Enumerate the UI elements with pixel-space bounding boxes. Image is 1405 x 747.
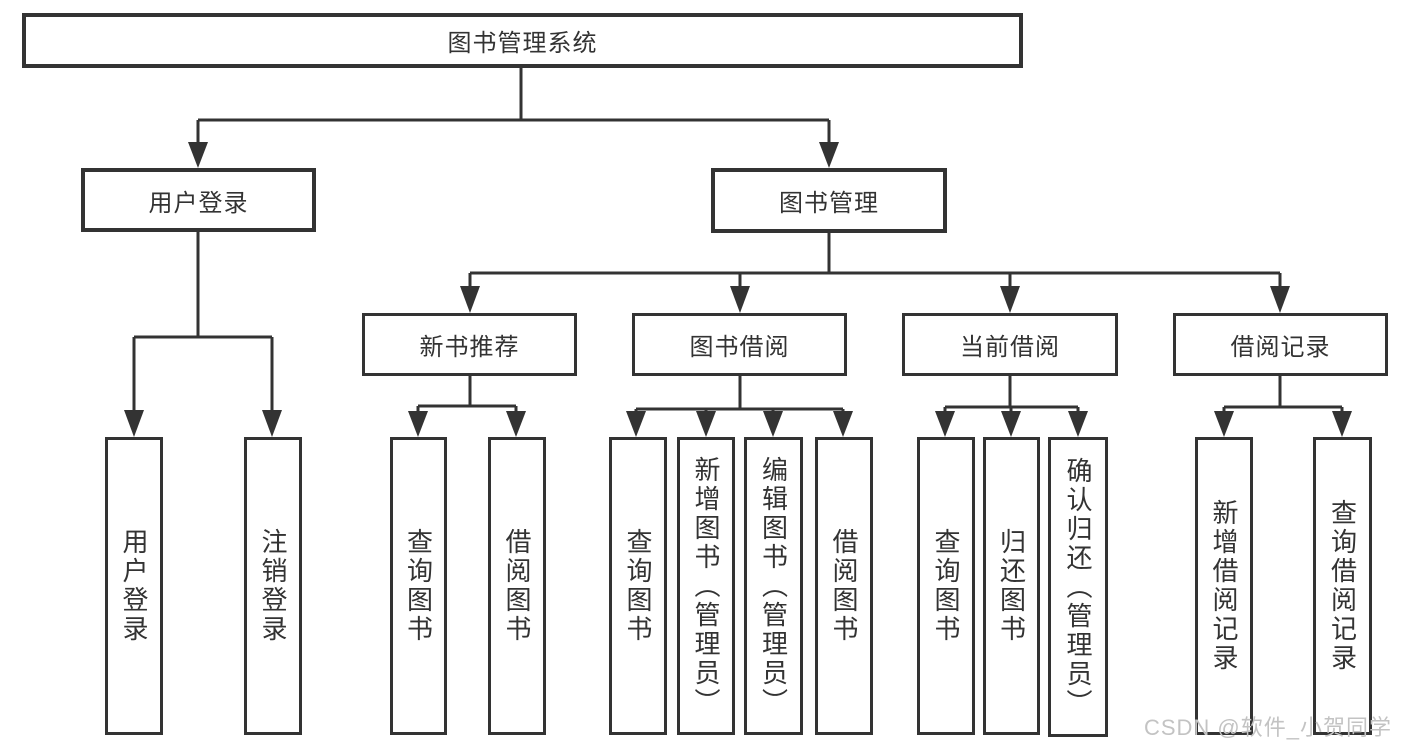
connector-book-management-children <box>460 233 1290 313</box>
arrow-down-icon <box>696 411 716 437</box>
arrow-down-icon <box>408 411 428 437</box>
node-user-login: 用户登录 <box>81 168 316 232</box>
leaf-return-book: 归还图书 <box>983 437 1040 735</box>
arrow-down-icon <box>188 142 208 168</box>
leaf-label: 查询图书 <box>623 528 653 644</box>
connector-line <box>196 66 831 144</box>
connector-borrow-records-children <box>1214 376 1352 437</box>
node-label: 新书推荐 <box>419 334 520 361</box>
leaf-label: 新增借阅记录 <box>1209 499 1239 673</box>
leaf-edit-book-admin: 编辑图书（管理员） <box>744 437 803 735</box>
node-label: 当前借阅 <box>960 334 1060 361</box>
arrow-down-icon <box>124 410 144 437</box>
leaf-label: 编辑图书（管理员） <box>758 455 789 717</box>
arrow-down-icon <box>819 142 839 168</box>
leaf-label: 新增图书（管理员） <box>691 455 721 717</box>
node-label: 图书管理系统 <box>447 30 598 57</box>
node-current-borrow: 当前借阅 <box>902 313 1118 376</box>
arrow-down-icon <box>1068 411 1088 437</box>
arrow-down-icon <box>1270 286 1290 313</box>
node-borrow-records: 借阅记录 <box>1173 313 1388 376</box>
leaf-confirm-return-admin: 确认归还（管理员） <box>1048 437 1108 737</box>
leaf-label: 确认归还（管理员） <box>1063 456 1093 718</box>
leaf-label: 注销登录 <box>258 528 288 644</box>
arrow-down-icon <box>1332 411 1352 437</box>
leaf-user-login: 用户登录 <box>105 437 163 735</box>
arrow-down-icon <box>1001 411 1021 437</box>
connector-line <box>468 233 1282 288</box>
leaf-label: 查询图书 <box>931 528 961 644</box>
connector-current-borrow-children <box>935 376 1088 437</box>
arrow-down-icon <box>506 411 526 437</box>
arrow-down-icon <box>763 411 783 437</box>
leaf-label: 归还图书 <box>996 528 1027 644</box>
leaf-label: 借阅图书 <box>502 528 532 644</box>
leaf-query-book-3: 查询图书 <box>917 437 975 735</box>
leaf-borrow-book-1: 借阅图书 <box>488 437 546 735</box>
node-book-borrow: 图书借阅 <box>632 313 847 376</box>
node-label: 用户登录 <box>148 189 249 217</box>
leaf-label: 借阅图书 <box>829 528 859 644</box>
connector-root-to-level2 <box>188 66 839 168</box>
node-label: 图书借阅 <box>689 334 790 361</box>
arrow-down-icon <box>626 411 646 437</box>
leaf-query-borrow-record: 查询借阅记录 <box>1313 437 1372 735</box>
node-label: 图书管理 <box>779 190 879 217</box>
arrow-down-icon <box>935 411 955 437</box>
leaf-add-borrow-record: 新增借阅记录 <box>1195 437 1253 735</box>
node-label: 借阅记录 <box>1230 334 1331 361</box>
node-new-book-recommend: 新书推荐 <box>362 313 577 376</box>
arrow-down-icon <box>1214 411 1234 437</box>
leaf-label: 用户登录 <box>119 528 149 644</box>
connector-line <box>634 376 845 413</box>
leaf-label: 查询图书 <box>403 528 434 644</box>
node-book-management: 图书管理 <box>711 168 947 233</box>
connector-book-borrow-children <box>626 376 853 437</box>
node-library-system: 图书管理系统 <box>22 13 1023 68</box>
connector-new-book-recommend-children <box>408 376 526 437</box>
connector-line <box>416 376 518 413</box>
leaf-add-book-admin: 新增图书（管理员） <box>677 437 735 735</box>
leaf-query-book-2: 查询图书 <box>609 437 667 735</box>
arrow-down-icon <box>460 286 480 313</box>
csdn-watermark: CSDN @软件_小贺同学 <box>1143 715 1392 740</box>
connector-line <box>132 232 274 412</box>
connector-line <box>1222 376 1344 413</box>
connector-user-login-children <box>124 232 282 437</box>
leaf-label: 查询借阅记录 <box>1327 499 1358 673</box>
arrow-down-icon <box>262 410 282 437</box>
arrow-down-icon <box>730 286 750 313</box>
arrow-down-icon <box>833 411 853 437</box>
leaf-query-book-1: 查询图书 <box>390 437 447 735</box>
leaf-logout: 注销登录 <box>244 437 302 735</box>
connector-line <box>943 376 1080 413</box>
leaf-borrow-book-2: 借阅图书 <box>815 437 873 735</box>
arrow-down-icon <box>1000 286 1020 313</box>
